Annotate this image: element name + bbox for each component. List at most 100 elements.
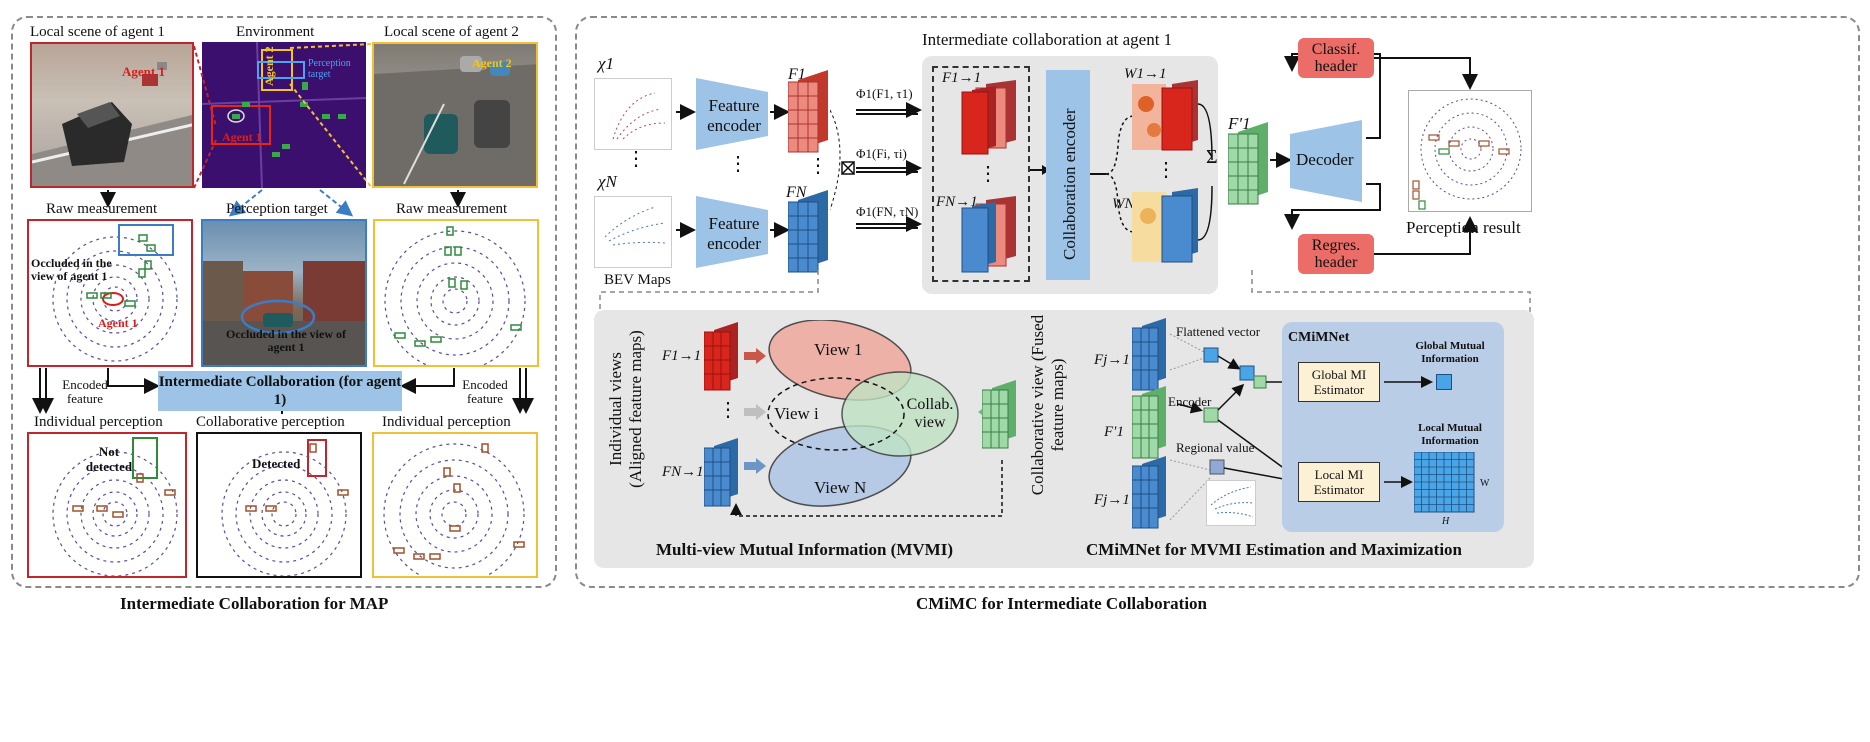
- dots-encoder: ⋮: [728, 153, 748, 175]
- cmimnet-caption: CMiMNet for MVMI Estimation and Maximiza…: [1086, 540, 1462, 559]
- phi-label-i: Φ1(Fi, τi): [856, 146, 907, 161]
- scene1-drawing: [32, 62, 192, 186]
- aligned-maps-box: [932, 66, 1030, 282]
- mvmi-blue-cube: [704, 438, 738, 507]
- not-detected-label: Not detected: [85, 444, 133, 474]
- viewi-label: View i: [774, 404, 819, 423]
- WN1-map: [1132, 188, 1198, 263]
- W11-map: [1132, 80, 1198, 151]
- bev-maps-label: BEV Maps: [604, 272, 671, 288]
- sum-symbol: Σ: [1206, 146, 1218, 168]
- occluded-label-left: Occluded in the view of agent 1: [31, 256, 112, 283]
- inter-collab-title: Intermediate collaboration at agent 1: [922, 30, 1173, 49]
- global-mi-estimator[interactable]: Global MI Estimator: [1298, 362, 1380, 402]
- decoder-label[interactable]: Decoder: [1296, 150, 1354, 169]
- cmim-connectors: [1169, 333, 1303, 521]
- global-mi-label: Global Mutual Information: [1415, 340, 1485, 365]
- raw2-lidar: [384, 226, 526, 365]
- perception-result-label: Perception result: [1406, 218, 1521, 237]
- title-local-scene-agent2: Local scene of agent 2: [384, 24, 519, 40]
- weight-brace: [1090, 115, 1135, 233]
- estimator-arrows: [1384, 376, 1433, 488]
- encoded-feature-left: Encoded feature: [62, 377, 108, 406]
- FN1-label: FN→1: [936, 194, 978, 210]
- feature-encoder-N[interactable]: Feature encoder: [707, 214, 761, 253]
- local-mi-label: Local Mutual Information: [1418, 422, 1482, 447]
- cmim-Fj1-bottom-label: Fj→1: [1094, 492, 1130, 508]
- classif-header[interactable]: Classif. header: [1298, 38, 1374, 78]
- right-caption: CMiMC for Intermediate Collaboration: [916, 594, 1207, 613]
- mvmi-red-cube: [704, 322, 738, 391]
- detected-label: Detected: [252, 456, 301, 471]
- sum-arrows: [1197, 103, 1213, 241]
- perception-target-image: [201, 219, 367, 367]
- grid-H-label: H: [1442, 516, 1450, 527]
- chiN-label: χN: [598, 172, 617, 191]
- bev-map-1: [594, 78, 672, 150]
- local-scene-agent1-image: [30, 42, 194, 188]
- target-photo-drawing: [203, 261, 365, 365]
- FN-cube: [788, 190, 828, 273]
- cmimnet-title: CMiMNet: [1288, 330, 1350, 345]
- intermediate-collab-box: Intermediate Collaboration (for agent 1): [158, 371, 402, 411]
- raw1-agent1-label: Agent 1: [98, 316, 138, 330]
- F1prime-cube: [1228, 122, 1268, 205]
- phi-label-N: Φ1(FN, τN): [856, 204, 919, 219]
- ind1-lidar: [52, 437, 178, 576]
- collaborative-view-label: Collaborative view (Fused feature maps): [1028, 314, 1067, 496]
- individual-views-label: Individual views (Aligned feature maps): [606, 330, 645, 488]
- left-section-frame: [11, 16, 557, 588]
- regres-header[interactable]: Regres. header: [1298, 234, 1374, 274]
- right-section-frame: [575, 16, 1860, 588]
- dots-F: ⋮: [808, 155, 828, 177]
- left-caption: Intermediate Collaboration for MAP: [120, 594, 389, 613]
- feature-encoder-1[interactable]: Feature encoder: [707, 96, 761, 135]
- FN1-stack: [961, 196, 1016, 273]
- decoder-heads: [1270, 53, 1478, 255]
- mvmi-green-cube: [982, 380, 1016, 449]
- collaboration-encoder[interactable]: [1046, 70, 1090, 280]
- encoded-feature-right: Encoded feature: [462, 377, 508, 406]
- FN-label: FN: [786, 184, 807, 201]
- local-scene-agent2-image: [372, 42, 538, 188]
- collaborative-perception-result: [196, 432, 362, 578]
- W11-label: W1→1: [1124, 66, 1167, 82]
- local-mi-estimator[interactable]: Local MI Estimator: [1298, 462, 1380, 502]
- scene-connectors: [193, 43, 373, 189]
- title-raw-measurement-1: Raw measurement: [46, 201, 158, 217]
- grid-W-label: W: [1480, 478, 1490, 489]
- regional-bev-thumb: [1206, 480, 1256, 526]
- local-mi-grid: [1414, 452, 1475, 513]
- environment-drawing: [202, 42, 366, 188]
- lower-connectors: [599, 270, 1531, 312]
- raw1-lidar: [52, 224, 178, 362]
- bevN-drawing: [604, 206, 666, 246]
- bev1-drawing: [612, 92, 666, 140]
- phi-label-1: Φ1(F1, τ1): [856, 86, 913, 101]
- individual-perception-agent2: [372, 432, 538, 578]
- raw-measurement-agent1: [27, 219, 193, 367]
- encoded-feature-arrows: [32, 368, 534, 414]
- dots-weights: ⋮: [1156, 159, 1176, 181]
- raw-measurement-agent2: [373, 219, 539, 367]
- cmim-green-cube: [1132, 386, 1166, 459]
- environment-map: [202, 42, 366, 188]
- flattened-vector-label: Flattened vector: [1176, 324, 1261, 339]
- F1-label: F1: [788, 66, 806, 83]
- encoder-label: Encoder: [1168, 394, 1212, 409]
- env-agent1-label: Agent 1: [222, 130, 262, 144]
- F11-stack: [961, 80, 1016, 155]
- occluded-label-center: Occluded in the view of agent 1: [226, 327, 346, 354]
- view1-label: View 1: [814, 340, 863, 359]
- transform-arrows: [830, 102, 922, 232]
- scene2-drawing: [374, 56, 536, 186]
- F1prime-label: F′1: [1228, 114, 1251, 133]
- scene1-agent1-label: Agent 1: [122, 64, 165, 79]
- dots-stack: ⋮: [978, 163, 998, 185]
- perception-result-image: [1408, 90, 1532, 212]
- regional-value-label: Regional value: [1176, 440, 1255, 455]
- individual-perception-agent1: [27, 432, 187, 578]
- collaboration-encoder-label: Collaboration encoder: [1060, 108, 1079, 260]
- title-local-scene-agent1: Local scene of agent 1: [30, 24, 165, 40]
- title-individual-perception-1: Individual perception: [34, 414, 163, 430]
